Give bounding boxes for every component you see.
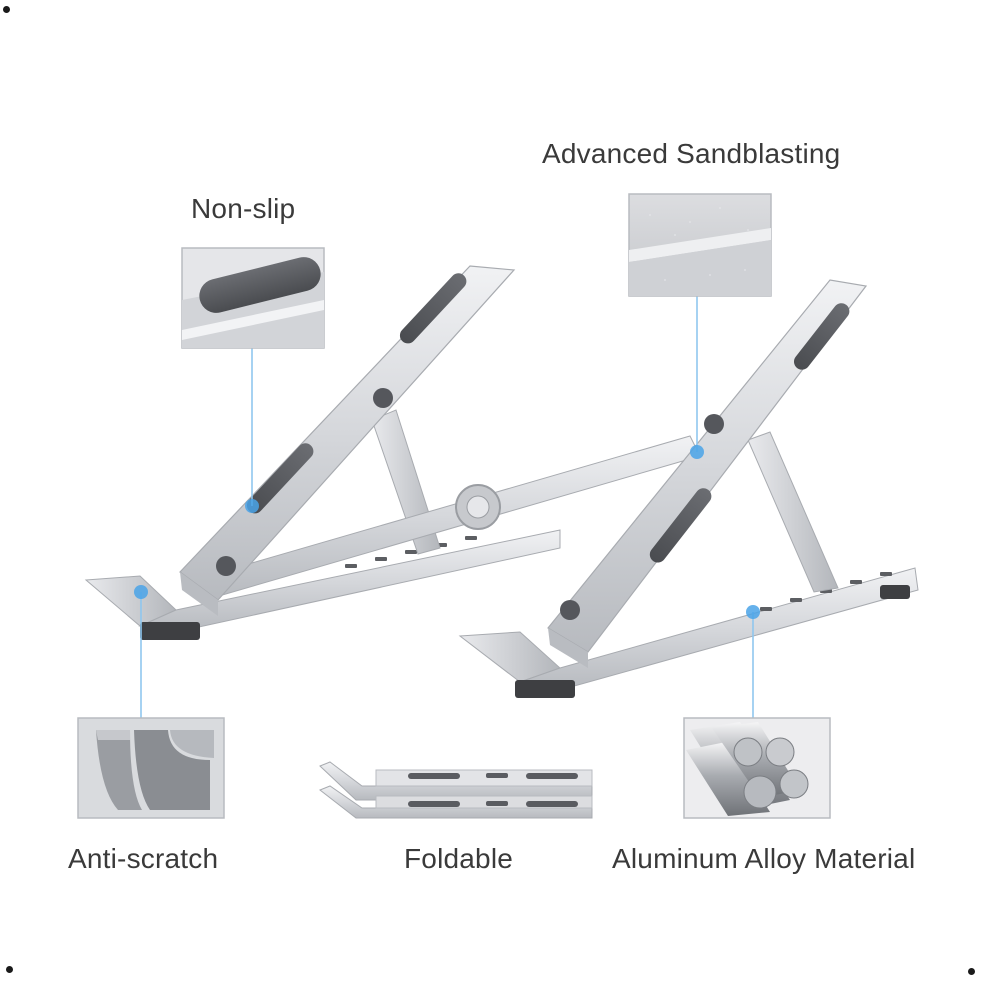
left-arm-pad-top xyxy=(399,273,467,344)
anti-scratch-label: Anti-scratch xyxy=(68,843,219,874)
folded-stand-detail xyxy=(319,761,593,819)
aluminum-rods-detail xyxy=(683,717,831,819)
non-slip-pad-detail xyxy=(181,247,325,349)
non-slip-label: Non-slip xyxy=(191,193,296,224)
callout-lines xyxy=(140,296,754,718)
foldable-label: Foldable xyxy=(404,843,514,874)
callout-dots xyxy=(134,445,760,619)
sandblasting-label: Advanced Sandblasting xyxy=(542,138,841,169)
sandblast-surface-detail xyxy=(628,193,772,297)
corner-dot-top-left xyxy=(3,6,10,13)
aluminum-label: Aluminum Alloy Material xyxy=(612,843,916,874)
anti-scratch-hook-detail xyxy=(77,717,225,819)
right-arm-pad-bottom xyxy=(649,488,712,563)
right-back-leg xyxy=(747,431,839,593)
stand-left-base-holes xyxy=(345,536,477,568)
corner-dot-bottom-left xyxy=(6,966,13,973)
corner-dot-bottom-right xyxy=(968,968,975,975)
left-arm-pad-bottom xyxy=(246,443,314,514)
right-arm-pad-top xyxy=(793,303,850,370)
stand-left-base xyxy=(84,529,561,640)
right-arm xyxy=(547,279,868,653)
stand-right-base xyxy=(458,567,919,698)
